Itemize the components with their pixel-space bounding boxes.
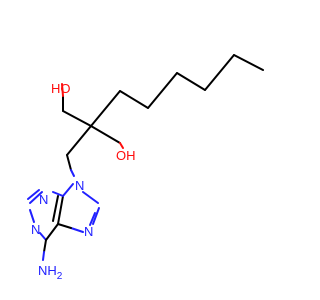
- bond-c6-nh2-c: [43, 239, 47, 253]
- bond-quat-ch2n: [66, 125, 92, 156]
- bond-n9-c8: [82, 191, 99, 204]
- bond-c8-n7-double: [89, 212, 96, 226]
- atom-label-n1: N: [31, 222, 40, 237]
- bond-c4-n3: [52, 191, 64, 197]
- atom-label-hydroxyl-mid: OH: [116, 148, 136, 163]
- quaternary-center: [61, 83, 124, 177]
- imidazole-ring: [57, 183, 100, 233]
- molecule-structure: HO OH N N N N NH2: [27, 54, 264, 282]
- bond-c4-c3: [176, 72, 206, 91]
- bond-c8-n7: [92, 207, 100, 225]
- atom-label-n3: N: [39, 192, 48, 207]
- atom-label-n9: N: [75, 178, 84, 193]
- bond-c5-c4-a: [57, 223, 72, 229]
- bond-quat-oh-o: [119, 142, 124, 149]
- bond-c6-nh2-n: [42, 251, 45, 261]
- bond-n1-c6: [39, 232, 47, 241]
- bond-c6-c5: [45, 223, 59, 241]
- molecule-canvas: HO OH N N N N NH2: [27, 54, 264, 282]
- bond-n3-c2: [29, 191, 43, 204]
- hexyl-chain: [90, 54, 264, 127]
- bond-quat-oh-c: [90, 125, 121, 144]
- bond-c1-quat: [90, 90, 121, 127]
- bond-c4-c5: [57, 195, 64, 225]
- bond-c6-c5: [233, 54, 264, 71]
- bond-c4-c5-double: [52, 195, 59, 222]
- bond-ch2-n9-n: [70, 169, 75, 177]
- pyrimidine-ring: [27, 189, 64, 261]
- atom-label-amine: NH2: [38, 263, 63, 282]
- bond-n9-c4: [62, 183, 74, 197]
- atom-label-n7: N: [84, 224, 93, 239]
- bond-c3-c2: [147, 72, 178, 109]
- bond-n7-c5: [70, 227, 84, 233]
- bond-c2-c1: [119, 90, 149, 109]
- bond-ch2-oxygen-o: [61, 83, 64, 97]
- bond-c5-c4: [204, 54, 235, 91]
- amine-subscript: 2: [57, 271, 63, 282]
- bond-ch2-n9-c: [66, 154, 72, 171]
- bond-c2-n1: [29, 209, 35, 223]
- atom-label-hydroxyl-top: HO: [51, 81, 71, 96]
- bond-n3-c2-double: [27, 189, 40, 200]
- amine-nh: NH: [38, 263, 57, 278]
- bond-quat-ch2oh: [62, 110, 92, 127]
